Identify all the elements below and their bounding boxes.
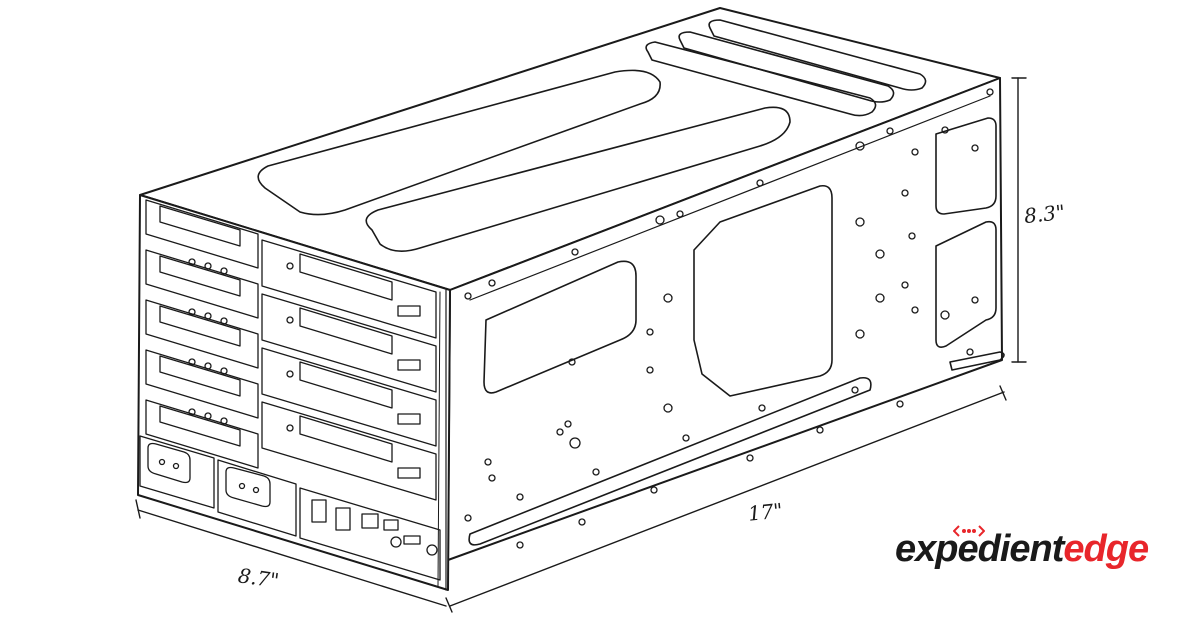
width-dimension-line [137, 509, 447, 607]
logo-word-edge: edge [1063, 528, 1149, 570]
drive-sleds-right [261, 239, 437, 501]
logo-signal-icon [953, 525, 985, 537]
height-dimension-label: 8.3" [1022, 199, 1067, 229]
drive-sleds-left [145, 199, 259, 469]
length-dimension-label: 17" [746, 498, 784, 526]
length-dimension-line [449, 391, 1005, 607]
power-supplies [139, 435, 297, 537]
logo-word-expedient: expedient [895, 528, 1064, 570]
chassis-side-face [447, 77, 1005, 561]
io-panel [299, 487, 441, 581]
brand-logo: expedientedge [895, 528, 1149, 571]
dimension-lines [135, 77, 1027, 613]
